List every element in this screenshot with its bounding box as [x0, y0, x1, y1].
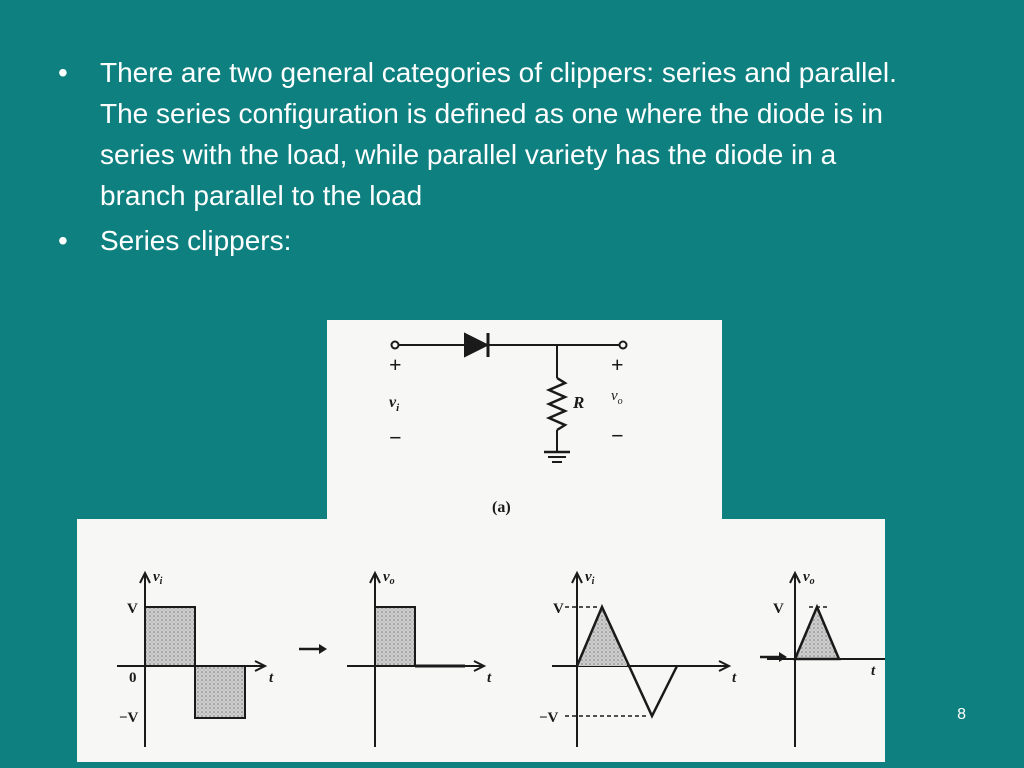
bullet-text: There are two general categories of clip… [100, 57, 897, 211]
x-axis-arrow [254, 660, 268, 672]
high-level-label: V [127, 601, 138, 617]
page-number: 8 [957, 706, 966, 723]
resistor-icon [545, 376, 569, 432]
transform-arrow-2 [760, 652, 787, 662]
x-axis-label: t [871, 663, 876, 679]
output-plus-sign: + [611, 352, 624, 377]
y-axis-arrow [789, 570, 801, 584]
high-level-label: V [553, 601, 564, 617]
y-axis-label: vi [585, 569, 595, 587]
positive-half-fill [577, 607, 627, 666]
bullet-marker: • [58, 57, 68, 88]
input-minus-sign: − [389, 425, 402, 450]
x-axis-label: t [487, 670, 492, 686]
bullet-text: Series clippers: [100, 225, 292, 256]
x-axis-arrow [473, 660, 487, 672]
transform-arrow-1 [299, 644, 327, 654]
triangle-input-graph: vi t V −V [539, 569, 737, 747]
clipper-waveforms-figure: vi t V 0 −V vo t [77, 519, 885, 762]
x-axis-label: t [732, 670, 737, 686]
bullet-list: • There are two general categories of cl… [58, 52, 898, 265]
output-terminal [618, 340, 628, 350]
zero-label: 0 [129, 670, 137, 686]
y-axis-arrow [571, 570, 583, 584]
triangle-output-graph: vo V t [767, 569, 885, 747]
high-level-label: V [773, 601, 784, 617]
resistor-label: R [572, 393, 584, 412]
y-axis-arrow [369, 570, 381, 584]
clipped-triangle-wave [793, 603, 841, 661]
y-axis-label: vo [803, 569, 815, 587]
triangle-wave [575, 603, 679, 719]
output-voltage-label: vo [611, 388, 623, 407]
square-output-graph: vo t [347, 569, 492, 747]
output-minus-sign: − [611, 423, 624, 448]
x-axis-label: t [269, 670, 274, 686]
negative-pulse [194, 665, 246, 719]
y-axis-arrow [139, 570, 151, 584]
input-voltage-label: vi [389, 394, 400, 414]
bullet-marker: • [58, 225, 68, 256]
input-plus-sign: + [389, 352, 402, 377]
input-terminal [390, 340, 400, 350]
bullet-item-series-clippers: • Series clippers: [58, 220, 898, 261]
y-axis-label: vi [153, 569, 163, 587]
waveform-diagram: vi t V 0 −V vo t [117, 569, 885, 747]
y-axis-label: vo [383, 569, 395, 587]
square-input-graph: vi t V 0 −V [117, 569, 274, 747]
clipped-positive-pulse [374, 606, 416, 667]
figure-caption: (a) [492, 499, 511, 516]
x-axis-arrow [718, 660, 732, 672]
low-level-label: −V [539, 710, 559, 726]
circuit-diagram: + vi − R + vo − (a) [389, 332, 628, 516]
diode-icon [464, 332, 490, 358]
series-clipper-circuit-figure: + vi − R + vo − (a) [327, 320, 722, 525]
low-level-label: −V [119, 710, 139, 726]
bullet-item-clipper-categories: • There are two general categories of cl… [58, 52, 898, 216]
positive-pulse [144, 606, 196, 667]
